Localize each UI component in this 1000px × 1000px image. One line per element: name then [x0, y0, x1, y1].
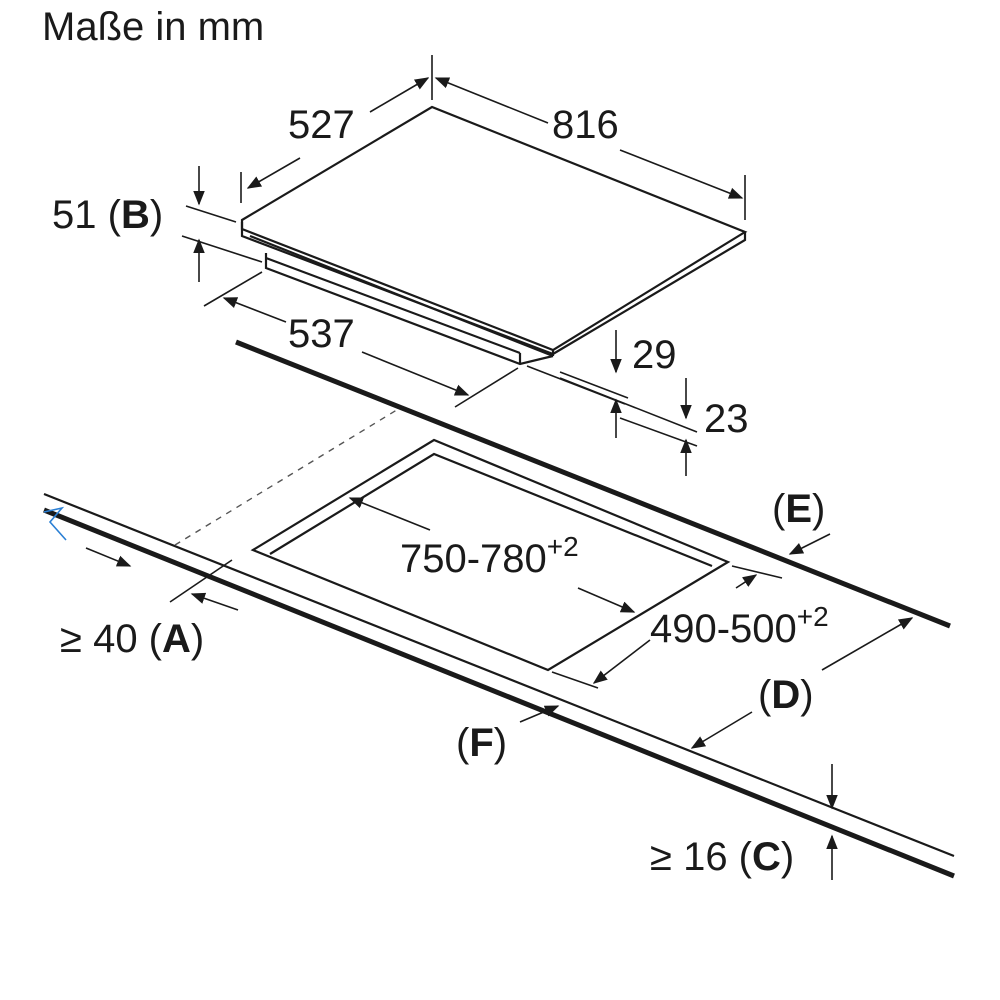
dimension-label-537: 537: [288, 312, 355, 356]
dimension-label-23: 23: [704, 397, 749, 441]
label-d: D: [771, 673, 800, 717]
hob-underbody: [264, 253, 554, 366]
dimension-label-750-780: 750-780: [400, 537, 547, 581]
dimension-527: 527: [240, 55, 433, 203]
label-f: F: [469, 721, 493, 765]
tolerance-label-750-780: +2: [547, 531, 579, 562]
dimension-label-816: 816: [552, 103, 619, 147]
dimension-c: ≥ 16 (C): [650, 764, 838, 880]
svg-text:≥ 40 (A): ≥ 40 (A): [60, 617, 204, 661]
svg-text:(F): (F): [456, 721, 507, 765]
dimension-label-51: 51: [52, 193, 97, 237]
dimension-label-40: ≥ 40: [60, 617, 138, 661]
dimension-23: 23: [559, 377, 749, 476]
dimension-29: 29: [526, 330, 677, 438]
dimension-f: (F): [456, 705, 560, 765]
svg-text:750-780+2: 750-780+2: [400, 531, 579, 581]
dimension-d: (D): [690, 617, 914, 749]
dimension-816: 816: [434, 77, 746, 220]
hob-top-plate: [240, 105, 748, 358]
dimension-a: ≥ 40 (A): [60, 547, 239, 661]
page-title: Maße in mm: [42, 5, 264, 49]
svg-text:(D): (D): [758, 673, 814, 717]
dimension-e: (E): [772, 487, 831, 555]
label-b: B: [121, 193, 150, 237]
dimension-51-b: 51 (B): [52, 166, 263, 282]
label-e: E: [785, 487, 812, 531]
svg-text:≥ 16 (C): ≥ 16 (C): [650, 835, 794, 879]
hidden-edge-dashed: [174, 407, 401, 546]
tolerance-label-490-500: +2: [797, 601, 829, 632]
dimension-490-500: 490-500+2: [551, 565, 829, 689]
dimension-label-16: ≥ 16: [650, 835, 728, 879]
dimension-label-490-500: 490-500: [650, 607, 797, 651]
label-a: A: [162, 617, 191, 661]
worktop-front-edge: [43, 492, 955, 879]
break-mark-icon: [43, 506, 67, 541]
worktop-cutout: [250, 438, 731, 672]
svg-text:490-500+2: 490-500+2: [650, 601, 829, 651]
dimension-label-527: 527: [288, 103, 355, 147]
dimension-label-29: 29: [632, 333, 677, 377]
label-c: C: [752, 835, 781, 879]
dimension-750-780: 750-780+2: [348, 497, 636, 613]
dimension-537: 537: [203, 271, 519, 408]
svg-text:51 (B): 51 (B): [52, 193, 163, 237]
worktop-back-edge: [235, 339, 951, 629]
svg-text:(E): (E): [772, 487, 825, 531]
